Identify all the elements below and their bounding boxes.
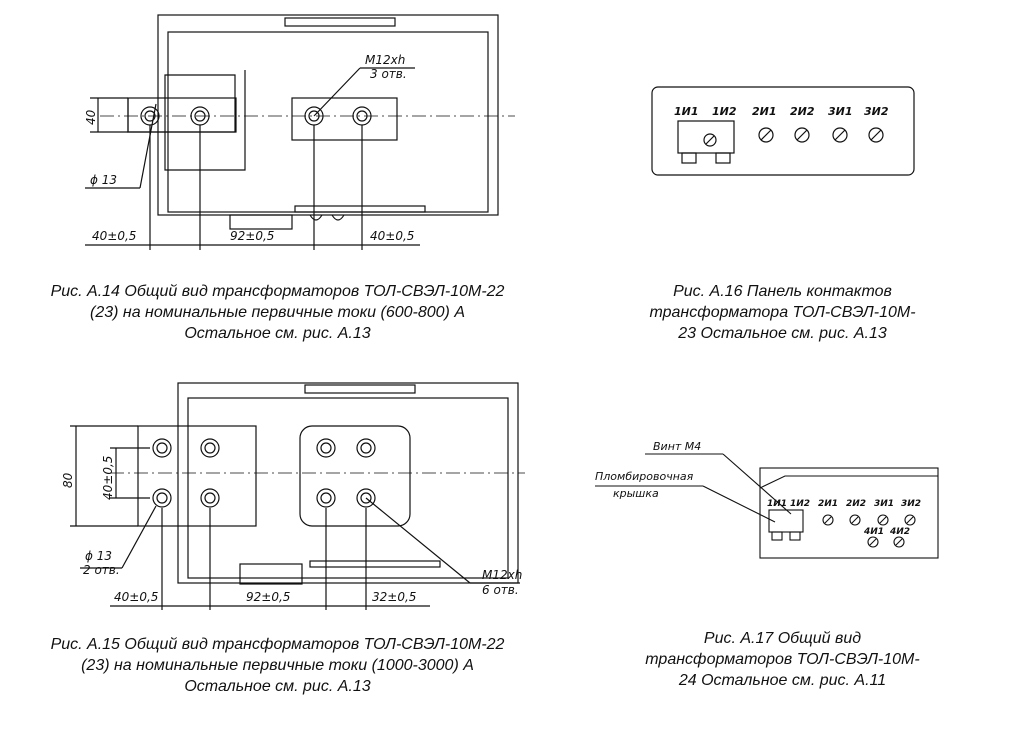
fig16-terminal-label: 3И2: [864, 105, 889, 118]
fig16-terminal-label: 3И1: [828, 105, 853, 118]
fig14-dim-1: 40±0,5: [92, 229, 136, 243]
fig14-dim-2: 92±0,5: [230, 229, 274, 243]
fig16-terminal-label: 1И2: [712, 105, 737, 118]
fig14-dim-hole: ϕ 13: [90, 173, 117, 187]
fig15-dim-outer: 80: [61, 472, 75, 488]
fig17-terminal-label: 4И2: [889, 527, 910, 537]
fig17-label-cover-2: крышка: [613, 487, 659, 500]
fig16-terminal-label: 1И1: [674, 105, 699, 118]
fig15-dim-2: 92±0,5: [246, 590, 290, 604]
fig17-terminal-label: 3И1: [874, 499, 894, 509]
fig17-terminal-label: 2И2: [846, 499, 866, 509]
figure-a17-drawing: 1И1 1И2 2И1 2И2 3И1 3И2 4И1 4И2 Винт М4 …: [595, 440, 939, 559]
fig17-label-screw: Винт М4: [653, 440, 701, 453]
fig14-callout-holes: 3 отв.: [370, 67, 407, 81]
fig16-terminal-label: 2И2: [790, 105, 815, 118]
fig17-terminal-label: 2И1: [818, 499, 838, 509]
fig16-terminal-label: 2И1: [752, 105, 777, 118]
fig14-callout-thread: M12xh: [365, 53, 405, 67]
fig17-terminal-label: 1И1: [767, 499, 787, 509]
fig14-caption: Рис. А.14 Общий вид трансформаторов ТОЛ-…: [50, 283, 505, 342]
fig15-dim-hole-count: 2 отв.: [83, 563, 120, 577]
fig15-callout-holes: 6 отв.: [482, 583, 519, 597]
fig15-callout-thread: M12xh: [482, 568, 522, 582]
fig15-dim-1: 40±0,5: [114, 590, 158, 604]
figure-a14-drawing: 40 ϕ 13 M12xh 3 отв. 40±0,5 92±0,5 40±0,…: [84, 14, 515, 250]
fig17-terminal-label: 1И2: [790, 499, 810, 509]
fig17-terminal-label: 3И2: [901, 499, 921, 509]
fig14-dim-3: 40±0,5: [370, 229, 414, 243]
fig15-caption: Рис. А.15 Общий вид трансформаторов ТОЛ-…: [50, 636, 505, 695]
figure-a15-drawing: 80 40±0,5 ϕ 13 2 отв. M12xh 6 отв. 40±0,…: [61, 382, 525, 610]
fig17-terminal-label: 4И1: [863, 527, 884, 537]
fig17-label-cover-1: Пломбировочная: [595, 470, 694, 483]
figure-a16-drawing: 1И1 1И2 2И1 2И2 3И1 3И2: [651, 86, 915, 176]
fig15-dim-hole: ϕ 13: [85, 549, 112, 563]
fig14-dim-height: 40: [84, 109, 98, 125]
fig15-dim-3: 32±0,5: [372, 590, 416, 604]
fig15-dim-inner: 40±0,5: [101, 456, 115, 500]
